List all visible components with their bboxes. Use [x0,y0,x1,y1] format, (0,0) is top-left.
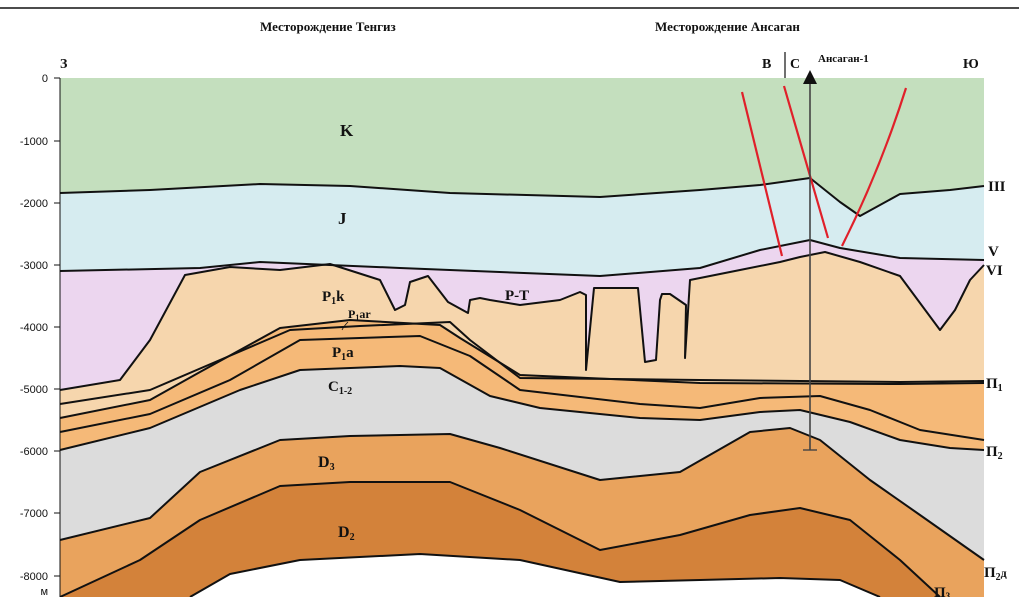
depth-unit: м [40,586,48,597]
horizon-vi-label: VI [986,263,1003,279]
direction-north: С [790,57,800,72]
unit-j: J [338,209,347,228]
depth-tick: -5000 [20,384,48,396]
depth-tick: -2000 [20,198,48,210]
tengiz-field-title: Месторождение Тенгиз [260,19,396,34]
depth-tick: -4000 [20,322,48,334]
well-label: Ансаган-1 [818,53,869,65]
depth-tick: -6000 [20,446,48,458]
direction-southeast: Ю [963,57,979,72]
unit-pt: P-T [505,288,529,304]
ansagan-field-title: Месторождение Ансаган [655,19,800,34]
unit-k: K [340,121,354,140]
direction-west: З [60,57,67,72]
horizon-iii-label: III [988,179,1006,195]
depth-tick: 0 [42,73,48,85]
right-margin [984,78,1019,597]
depth-tick: -8000 [20,571,48,583]
depth-tick: -7000 [20,508,48,520]
direction-east: В [762,57,771,72]
depth-tick: -3000 [20,260,48,272]
unit-p1ar: P1ar [348,307,371,322]
depth-tick: -1000 [20,136,48,148]
depth-axis: 0 -1000 -2000 -3000 -4000 -5000 -6000 -7… [20,73,60,597]
horizon-v-label: V [988,244,999,260]
well-arrow-icon [803,70,817,84]
